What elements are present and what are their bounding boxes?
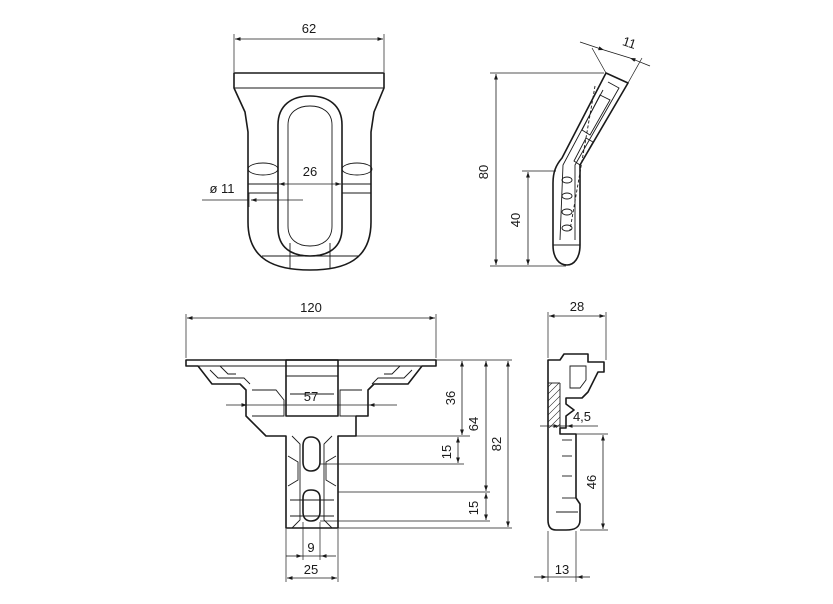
dim-front-height-64: 64 xyxy=(466,417,481,431)
front-view: 120 57 36 15 64 15 82 9 25 xyxy=(185,300,512,582)
dim-top-width: 62 xyxy=(302,21,316,36)
dim-side-lower-height: 46 xyxy=(584,475,599,489)
dim-slot-width: 26 xyxy=(303,164,317,179)
dim-side-step: 4,5 xyxy=(573,409,591,424)
dim-side-stem-depth: 13 xyxy=(555,562,569,577)
side-view-arm: 11 80 40 xyxy=(476,34,651,267)
dim-arm-height: 80 xyxy=(476,165,491,179)
side-section-view: 28 4,5 46 13 xyxy=(534,299,608,582)
dim-front-height-36: 36 xyxy=(443,391,458,405)
dim-front-stem-width: 25 xyxy=(304,562,318,577)
dim-front-slot-width: 9 xyxy=(307,540,314,555)
dim-hole-diameter: ø 11 xyxy=(209,181,234,196)
top-view: 62 26 ø 11 xyxy=(202,21,385,271)
dim-front-pitch-lower: 15 xyxy=(466,501,481,515)
dim-front-inner-width: 57 xyxy=(304,389,318,404)
dim-arm-lower-height: 40 xyxy=(508,213,523,227)
dim-front-height-82: 82 xyxy=(489,437,504,451)
dim-front-width: 120 xyxy=(300,300,322,315)
dim-side-depth: 28 xyxy=(570,299,584,314)
dim-front-pitch-upper: 15 xyxy=(439,445,454,459)
dim-tip-thickness: 11 xyxy=(621,34,638,52)
